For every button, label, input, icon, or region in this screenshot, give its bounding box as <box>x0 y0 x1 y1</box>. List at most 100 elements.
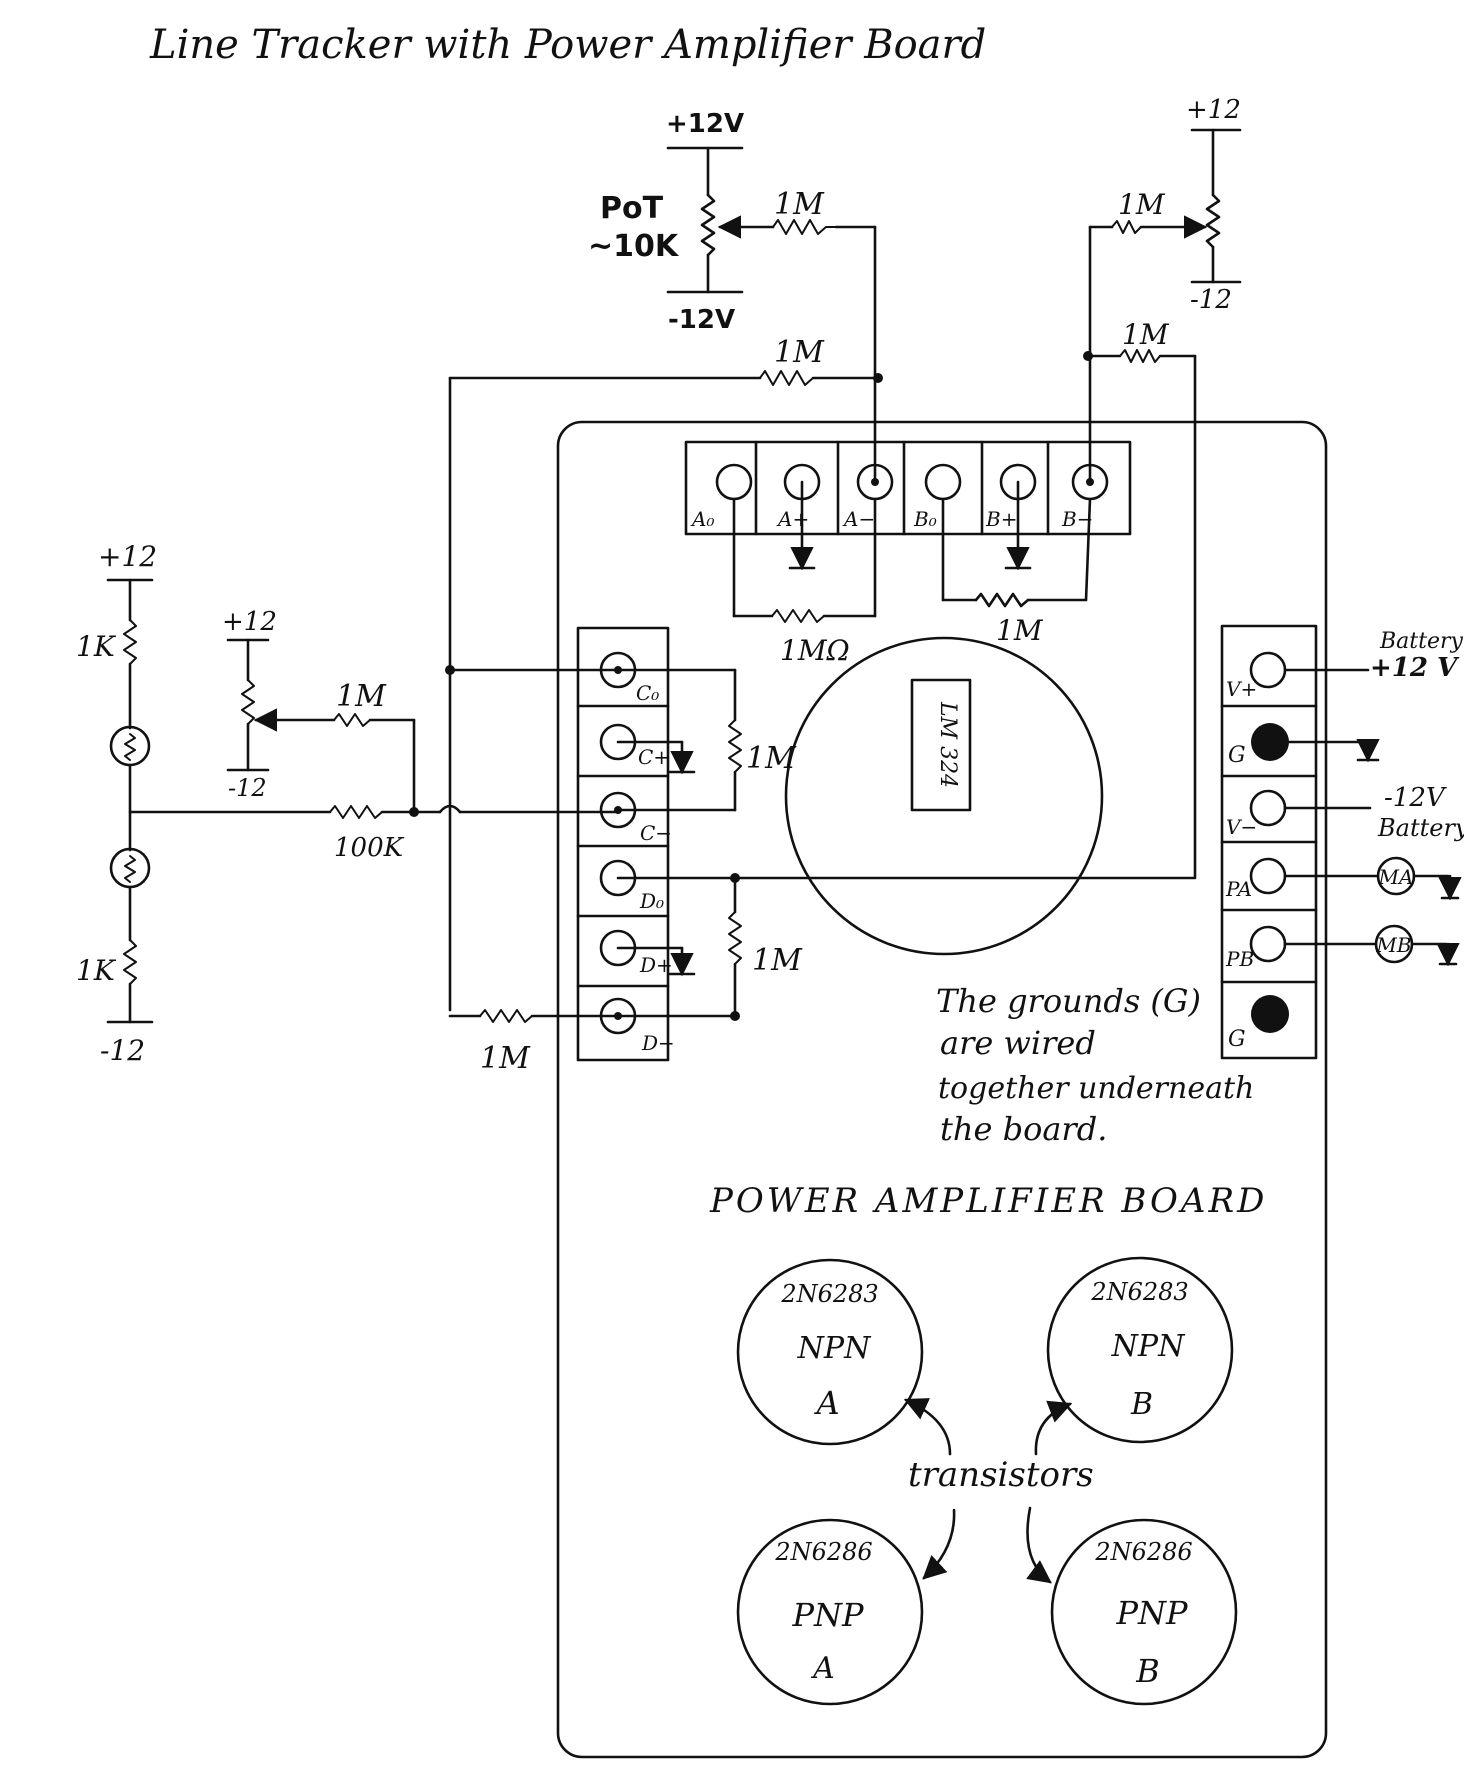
junction-dot <box>730 1011 740 1021</box>
terminal-pa <box>1249 857 1287 895</box>
arrow-icon <box>903 1398 952 1456</box>
transistor-part: 2N6283 <box>780 1280 878 1308</box>
motor-b-label: MB <box>1375 933 1411 957</box>
chip-socket-circle <box>784 636 1104 956</box>
mid-pot-supply-neg: -12 <box>228 774 267 802</box>
transistor-npn-b: 2N6283 NPN B <box>1046 1256 1234 1444</box>
d-feedback-label: 1M <box>752 943 803 978</box>
battery-neg-value: -12V <box>1384 783 1447 813</box>
a-feedback-label: 1M <box>774 335 825 370</box>
terminal-ground-2 <box>1251 995 1289 1033</box>
transistor-type: NPN <box>1111 1329 1186 1364</box>
left-supply-neg: -12 <box>100 1034 145 1067</box>
chip-label: LM 324 <box>935 701 960 788</box>
right-strip-wiring: Battery +12 V -12V Battery MA MB <box>1283 629 1464 967</box>
battery-pos-value: +12 V <box>1370 653 1460 683</box>
terminal-label: V− <box>1226 815 1257 839</box>
transistor-part: 2N6286 <box>1094 1538 1192 1566</box>
junction-dot <box>445 665 455 675</box>
transistor-type: PNP <box>791 1596 864 1634</box>
d-bottom-resistor-label: 1M <box>480 1041 531 1076</box>
c-feedback-label: 1M <box>746 741 797 776</box>
terminal-pb <box>1249 925 1287 963</box>
note-line: together underneath <box>938 1071 1254 1106</box>
transistor-id: A <box>810 1651 835 1686</box>
right-pot-supply-neg: -12 <box>1190 285 1232 315</box>
transistor-npn-a: 2N6283 NPN A <box>736 1258 924 1446</box>
transistor-part: 2N6283 <box>1090 1278 1188 1306</box>
terminal-label: PA <box>1225 877 1252 901</box>
pot-label: PoT <box>600 191 664 226</box>
terminal-label: G <box>1228 1027 1246 1052</box>
motor-a-label: MA <box>1378 865 1414 889</box>
top-strip-wiring: 1MΩ 1M <box>732 480 1092 667</box>
terminal-a0 <box>715 463 753 501</box>
left-r-top-label: 1K <box>76 630 117 663</box>
under-b-resistor-label: 1M <box>996 614 1044 647</box>
junction-dot <box>873 373 883 383</box>
top-left-pot: +12V -12V PoT ~10K 1M <box>588 109 877 484</box>
terminal-label: B+ <box>985 507 1017 531</box>
grounds-note: The grounds (G) are wired together under… <box>936 982 1254 1148</box>
transistor-id: A <box>813 1384 839 1422</box>
pot-value: ~10K <box>588 229 680 264</box>
top-terminal-strip: A₀ A+ A− B₀ B+ B− <box>684 440 1132 536</box>
battery-neg-label: Battery <box>1377 814 1464 842</box>
battery-pos-label: Battery <box>1379 629 1464 654</box>
transistor-pnp-a: 2N6286 PNP A <box>736 1518 924 1706</box>
transistor-type: NPN <box>797 1331 872 1366</box>
feedback-wiring-top: 1M 1M <box>448 318 1197 1012</box>
left-terminal-strip: C₀ C+ C− D₀ D+ D− <box>576 626 675 1062</box>
transistors-label: transistors <box>908 1455 1094 1495</box>
pot-resistor-label: 1M <box>774 187 825 222</box>
terminal-label: A− <box>842 507 875 531</box>
left-strip-wiring: 1M 1M 1M <box>445 665 1197 1076</box>
terminal-label: D− <box>641 1031 675 1055</box>
note-line: The grounds (G) <box>936 982 1201 1020</box>
arrow-icon <box>1034 1400 1073 1456</box>
terminal-label: PB <box>1225 947 1254 971</box>
terminal-dot <box>1086 478 1094 486</box>
transistor-type: PNP <box>1115 1594 1188 1632</box>
terminal-label: D+ <box>639 953 673 977</box>
arrow-icon <box>922 1508 956 1580</box>
note-line: are wired <box>940 1024 1096 1062</box>
transistor-id: B <box>1135 1652 1160 1690</box>
input-resistor-label: 100K <box>334 833 405 863</box>
terminal-label: A₀ <box>690 507 714 531</box>
left-r-bottom-label: 1K <box>76 954 117 987</box>
right-pot-resistor-label: 1M <box>1118 188 1166 221</box>
top-right-pot: +12 -12 1M <box>1088 95 1242 484</box>
power-amplifier-board-outline <box>556 420 1328 1759</box>
terminal-label: G <box>1228 743 1246 768</box>
right-terminal-strip: V+ G V− PA PB G <box>1220 624 1318 1060</box>
terminal-ground-1 <box>1251 723 1289 761</box>
mid-pot: +12 -12 1M <box>222 607 416 814</box>
terminal-label: C− <box>640 821 672 845</box>
mid-pot-resistor-label: 1M <box>336 679 387 714</box>
board-label: POWER AMPLIFIER BOARD <box>709 1181 1267 1221</box>
transistor-part: 2N6286 <box>774 1538 872 1566</box>
pot-supply-pos: +12V <box>666 109 744 139</box>
pot-supply-neg: -12V <box>668 305 735 335</box>
terminal-label: B₀ <box>913 507 937 531</box>
diagram-title: Line Tracker with Power Amplifier Board <box>149 22 986 68</box>
under-a-resistor-label: 1MΩ <box>780 634 850 667</box>
terminal-label: A+ <box>776 507 809 531</box>
note-line: the board. <box>940 1110 1107 1148</box>
left-supply-pos: +12 <box>98 540 157 573</box>
transistor-id: B <box>1130 1387 1153 1422</box>
terminal-b0 <box>924 463 962 501</box>
terminal-label: D₀ <box>639 889 664 913</box>
right-pot-supply-pos: +12 <box>1186 95 1241 125</box>
terminal-label: C₀ <box>636 681 659 705</box>
terminal-label: C+ <box>638 745 670 769</box>
terminal-label: V+ <box>1226 677 1257 701</box>
arrow-icon <box>1026 1506 1052 1584</box>
transistor-pnp-b: 2N6286 PNP B <box>1050 1518 1238 1706</box>
terminal-dot <box>871 478 879 486</box>
b-feedback-label: 1M <box>1122 318 1170 351</box>
mid-pot-supply-pos: +12 <box>222 607 277 637</box>
lm324-chip <box>910 678 972 812</box>
